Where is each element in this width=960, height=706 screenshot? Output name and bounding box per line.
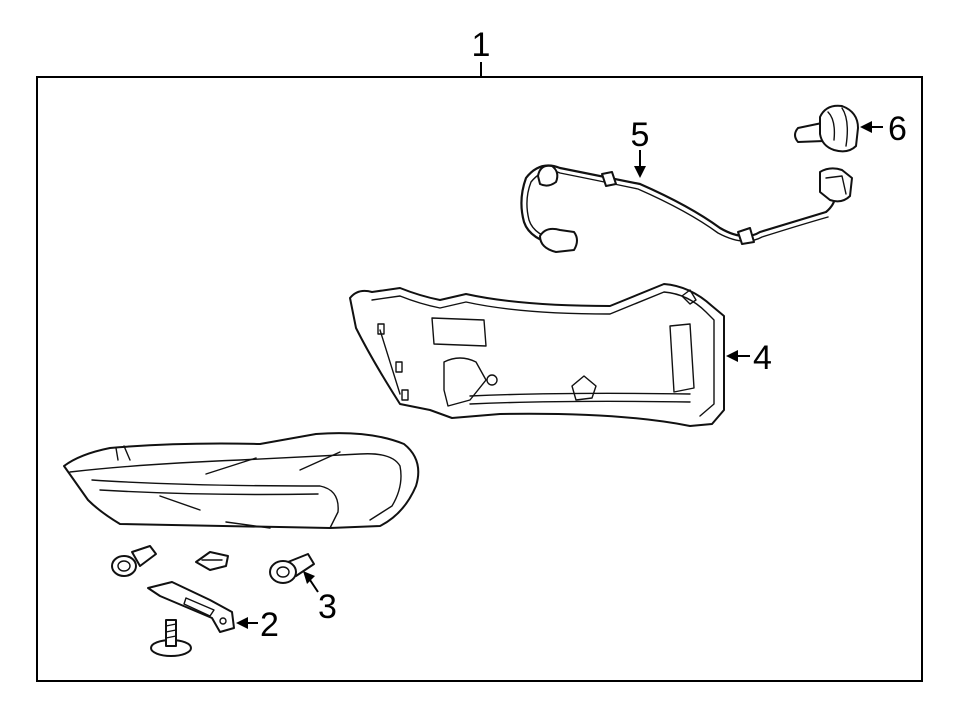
callout-5: 5 <box>631 116 650 154</box>
callout-1: 1 <box>472 26 491 64</box>
flange-bolt <box>150 619 192 657</box>
push-pin-left <box>111 545 157 577</box>
callout-3: 3 <box>318 588 337 626</box>
callout-6-arrow <box>860 121 872 133</box>
callout-3-leader <box>309 579 319 593</box>
callout-4: 4 <box>753 339 772 377</box>
fog-lamp-housing <box>63 432 420 529</box>
wiring-harness-part <box>520 164 853 253</box>
callout-5-arrow <box>634 166 646 178</box>
bulb-part <box>794 104 859 153</box>
mounting-plate-part <box>147 581 235 633</box>
push-pin-part <box>269 553 315 584</box>
retainer-clip <box>195 551 229 571</box>
callout-3-arrow <box>303 571 315 584</box>
callout-6: 6 <box>888 110 907 148</box>
assembly-frame <box>36 76 923 682</box>
callout-2-arrow <box>236 617 248 629</box>
callout-2: 2 <box>260 606 279 644</box>
callout-4-arrow <box>726 350 738 362</box>
mounting-bracket-part <box>349 283 725 427</box>
